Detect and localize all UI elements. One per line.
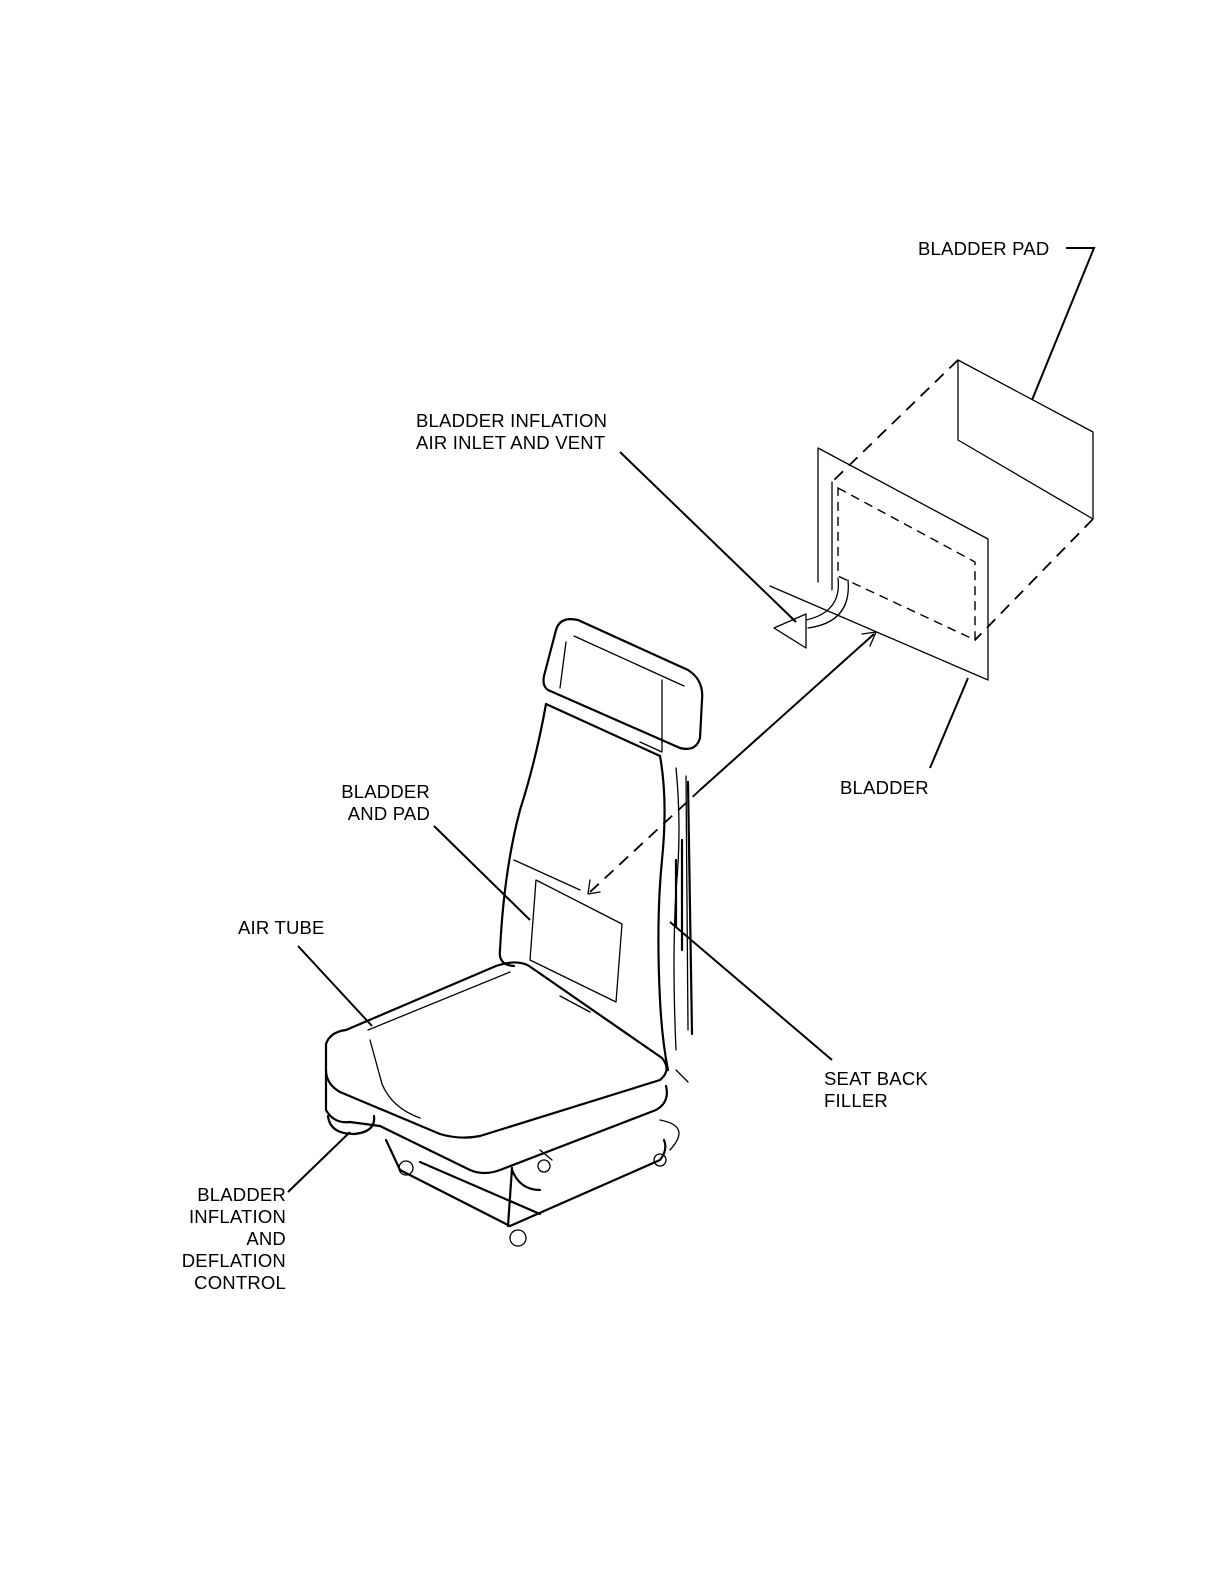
leader-bladder-and-pad bbox=[434, 826, 530, 920]
exploded-view-arrow bbox=[588, 632, 876, 894]
label-seat-back-filler: SEAT BACK FILLER bbox=[824, 1068, 928, 1112]
seat-drawing bbox=[326, 619, 702, 1246]
arrow-head-icon bbox=[588, 880, 600, 894]
pad-projection-lines bbox=[832, 360, 1093, 640]
bladder-pad-panel bbox=[958, 360, 1093, 519]
lumbar-bladder bbox=[530, 880, 622, 1002]
label-bladder-inflation-air-inlet: BLADDER INFLATION AIR INLET AND VENT bbox=[416, 410, 607, 454]
leader-bladder bbox=[930, 678, 968, 768]
bladder-inner-outline bbox=[838, 488, 975, 640]
label-bladder-pad: BLADDER PAD bbox=[918, 238, 1049, 260]
headrest-top-edge bbox=[560, 636, 684, 688]
seat-back-seams bbox=[514, 860, 590, 1012]
label-bladder: BLADDER bbox=[840, 777, 929, 799]
leader-inlet bbox=[620, 452, 796, 622]
bladder-pad-assembly bbox=[770, 360, 1093, 680]
seat-cushion-front bbox=[326, 1070, 667, 1173]
inlet-curve bbox=[806, 578, 848, 628]
seat-base-frame bbox=[386, 1140, 665, 1226]
inlet-arrow-head-icon bbox=[774, 614, 806, 648]
seat-back-top bbox=[500, 704, 660, 966]
label-inflation-deflation-control: BLADDER INFLATION AND DEFLATION CONTROL bbox=[160, 1184, 286, 1294]
seat-cushion-piping bbox=[368, 972, 510, 1118]
leader-air-tube bbox=[298, 946, 372, 1026]
leader-bladder-pad bbox=[1032, 248, 1094, 400]
headrest-front bbox=[640, 680, 662, 752]
seat-foot bbox=[538, 1160, 550, 1172]
label-bladder-and-pad: BLADDER AND PAD bbox=[318, 781, 430, 825]
seat-back-right bbox=[658, 756, 668, 1070]
leader-lines bbox=[288, 248, 1094, 1192]
leader-control bbox=[288, 1132, 350, 1192]
leader-seat-back-filler bbox=[670, 922, 832, 1060]
seat-cushion bbox=[326, 962, 667, 1137]
label-air-tube: AIR TUBE bbox=[238, 917, 325, 939]
seat-foot bbox=[510, 1230, 526, 1246]
